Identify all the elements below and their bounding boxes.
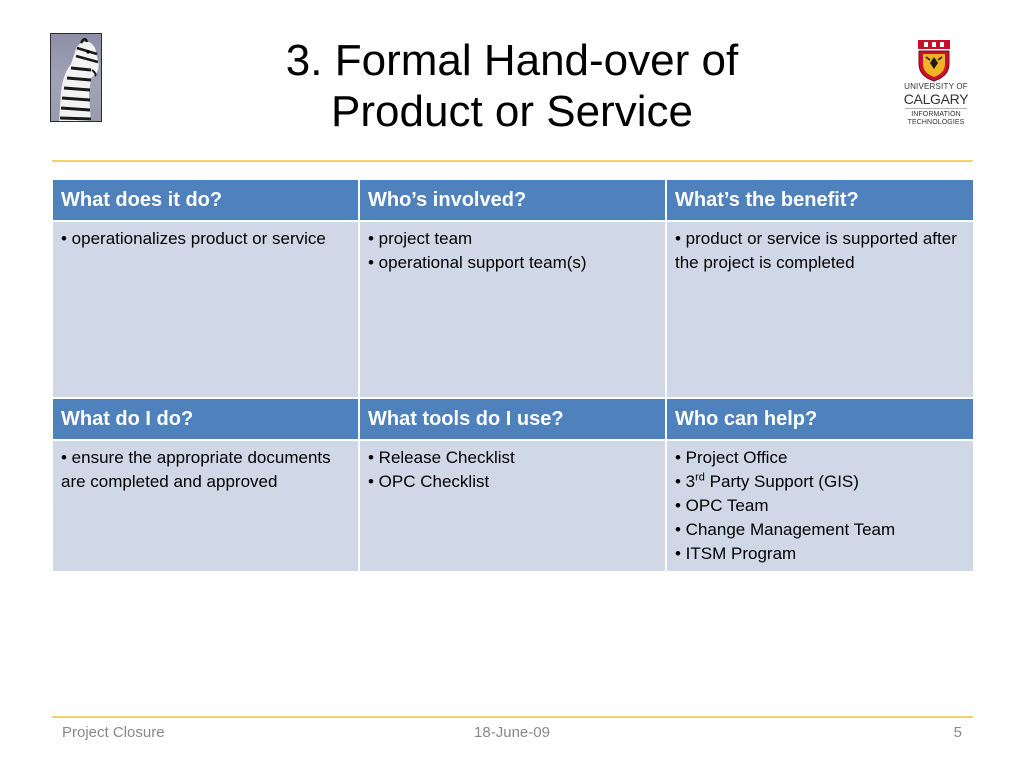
- list-item: • operationalizes product or service: [61, 229, 326, 248]
- logo-university-of: UNIVERSITY OF: [904, 82, 968, 91]
- footer-presentation-title: Project Closure: [62, 724, 165, 741]
- header-whats-the-benefit: What’s the benefit?: [665, 178, 975, 222]
- slide-title: 3. Formal Hand-over of Product or Servic…: [180, 35, 844, 137]
- university-crest-icon: [918, 40, 950, 82]
- header-who-can-help: Who can help?: [665, 397, 975, 441]
- list-item: • OPC Team: [675, 496, 769, 515]
- list-item-suffix: Party Support (GIS): [704, 472, 859, 491]
- list-item: • Change Management Team: [675, 520, 896, 539]
- cell-benefit: • product or service is supported after …: [665, 220, 975, 399]
- list-item: • operational support team(s): [368, 253, 587, 272]
- university-logo: UNIVERSITY OF CALGARY INFORMATION TECHNO…: [898, 38, 974, 130]
- slide-title-line-2: Product or Service: [331, 87, 693, 136]
- logo-divider: [905, 108, 967, 109]
- footer-page-number: 5: [953, 724, 962, 741]
- cell-what-it-does: • operationalizes product or service: [51, 220, 360, 399]
- footer-divider: [52, 716, 973, 718]
- slide-title-line-1: 3. Formal Hand-over of: [285, 36, 739, 85]
- header-what-do-i-do: What do I do?: [51, 397, 360, 441]
- cell-who-involved: • project team • operational support tea…: [358, 220, 667, 399]
- list-item: • ensure the appropriate documents are c…: [61, 448, 331, 491]
- zebra-photo: [50, 33, 102, 122]
- table-row: • operationalizes product or service • p…: [51, 220, 975, 399]
- table-header-row: What do I do? What tools do I use? Who c…: [51, 397, 975, 441]
- list-item: • Release Checklist: [368, 448, 515, 467]
- logo-unit-line-2: TECHNOLOGIES: [907, 119, 965, 126]
- list-item-prefix: • 3: [675, 472, 696, 491]
- footer-date: 18-June-09: [474, 724, 550, 741]
- header-what-does-it-do: What does it do?: [51, 178, 360, 222]
- table-row: • ensure the appropriate documents are c…: [51, 439, 975, 573]
- cell-tools: • Release Checklist • OPC Checklist: [358, 439, 667, 573]
- list-item: • Project Office: [675, 448, 788, 467]
- ordinal-suffix: rd: [695, 471, 705, 484]
- logo-university-name: CALGARY: [903, 91, 969, 107]
- header-whos-involved: Who’s involved?: [358, 178, 667, 222]
- list-item: • product or service is supported after …: [675, 229, 957, 272]
- list-item: • ITSM Program: [675, 544, 797, 563]
- list-item: • 3rd Party Support (GIS): [675, 470, 965, 494]
- table-header-row: What does it do? Who’s involved? What’s …: [51, 178, 975, 222]
- list-item: • OPC Checklist: [368, 472, 490, 491]
- info-table: What does it do? Who’s involved? What’s …: [51, 178, 975, 573]
- title-divider: [52, 160, 973, 162]
- header-what-tools: What tools do I use?: [358, 397, 667, 441]
- cell-who-can-help: • Project Office • 3rd Party Support (GI…: [665, 439, 975, 573]
- list-item: • project team: [368, 229, 473, 248]
- cell-what-i-do: • ensure the appropriate documents are c…: [51, 439, 360, 573]
- logo-unit-line-1: INFORMATION: [911, 111, 961, 118]
